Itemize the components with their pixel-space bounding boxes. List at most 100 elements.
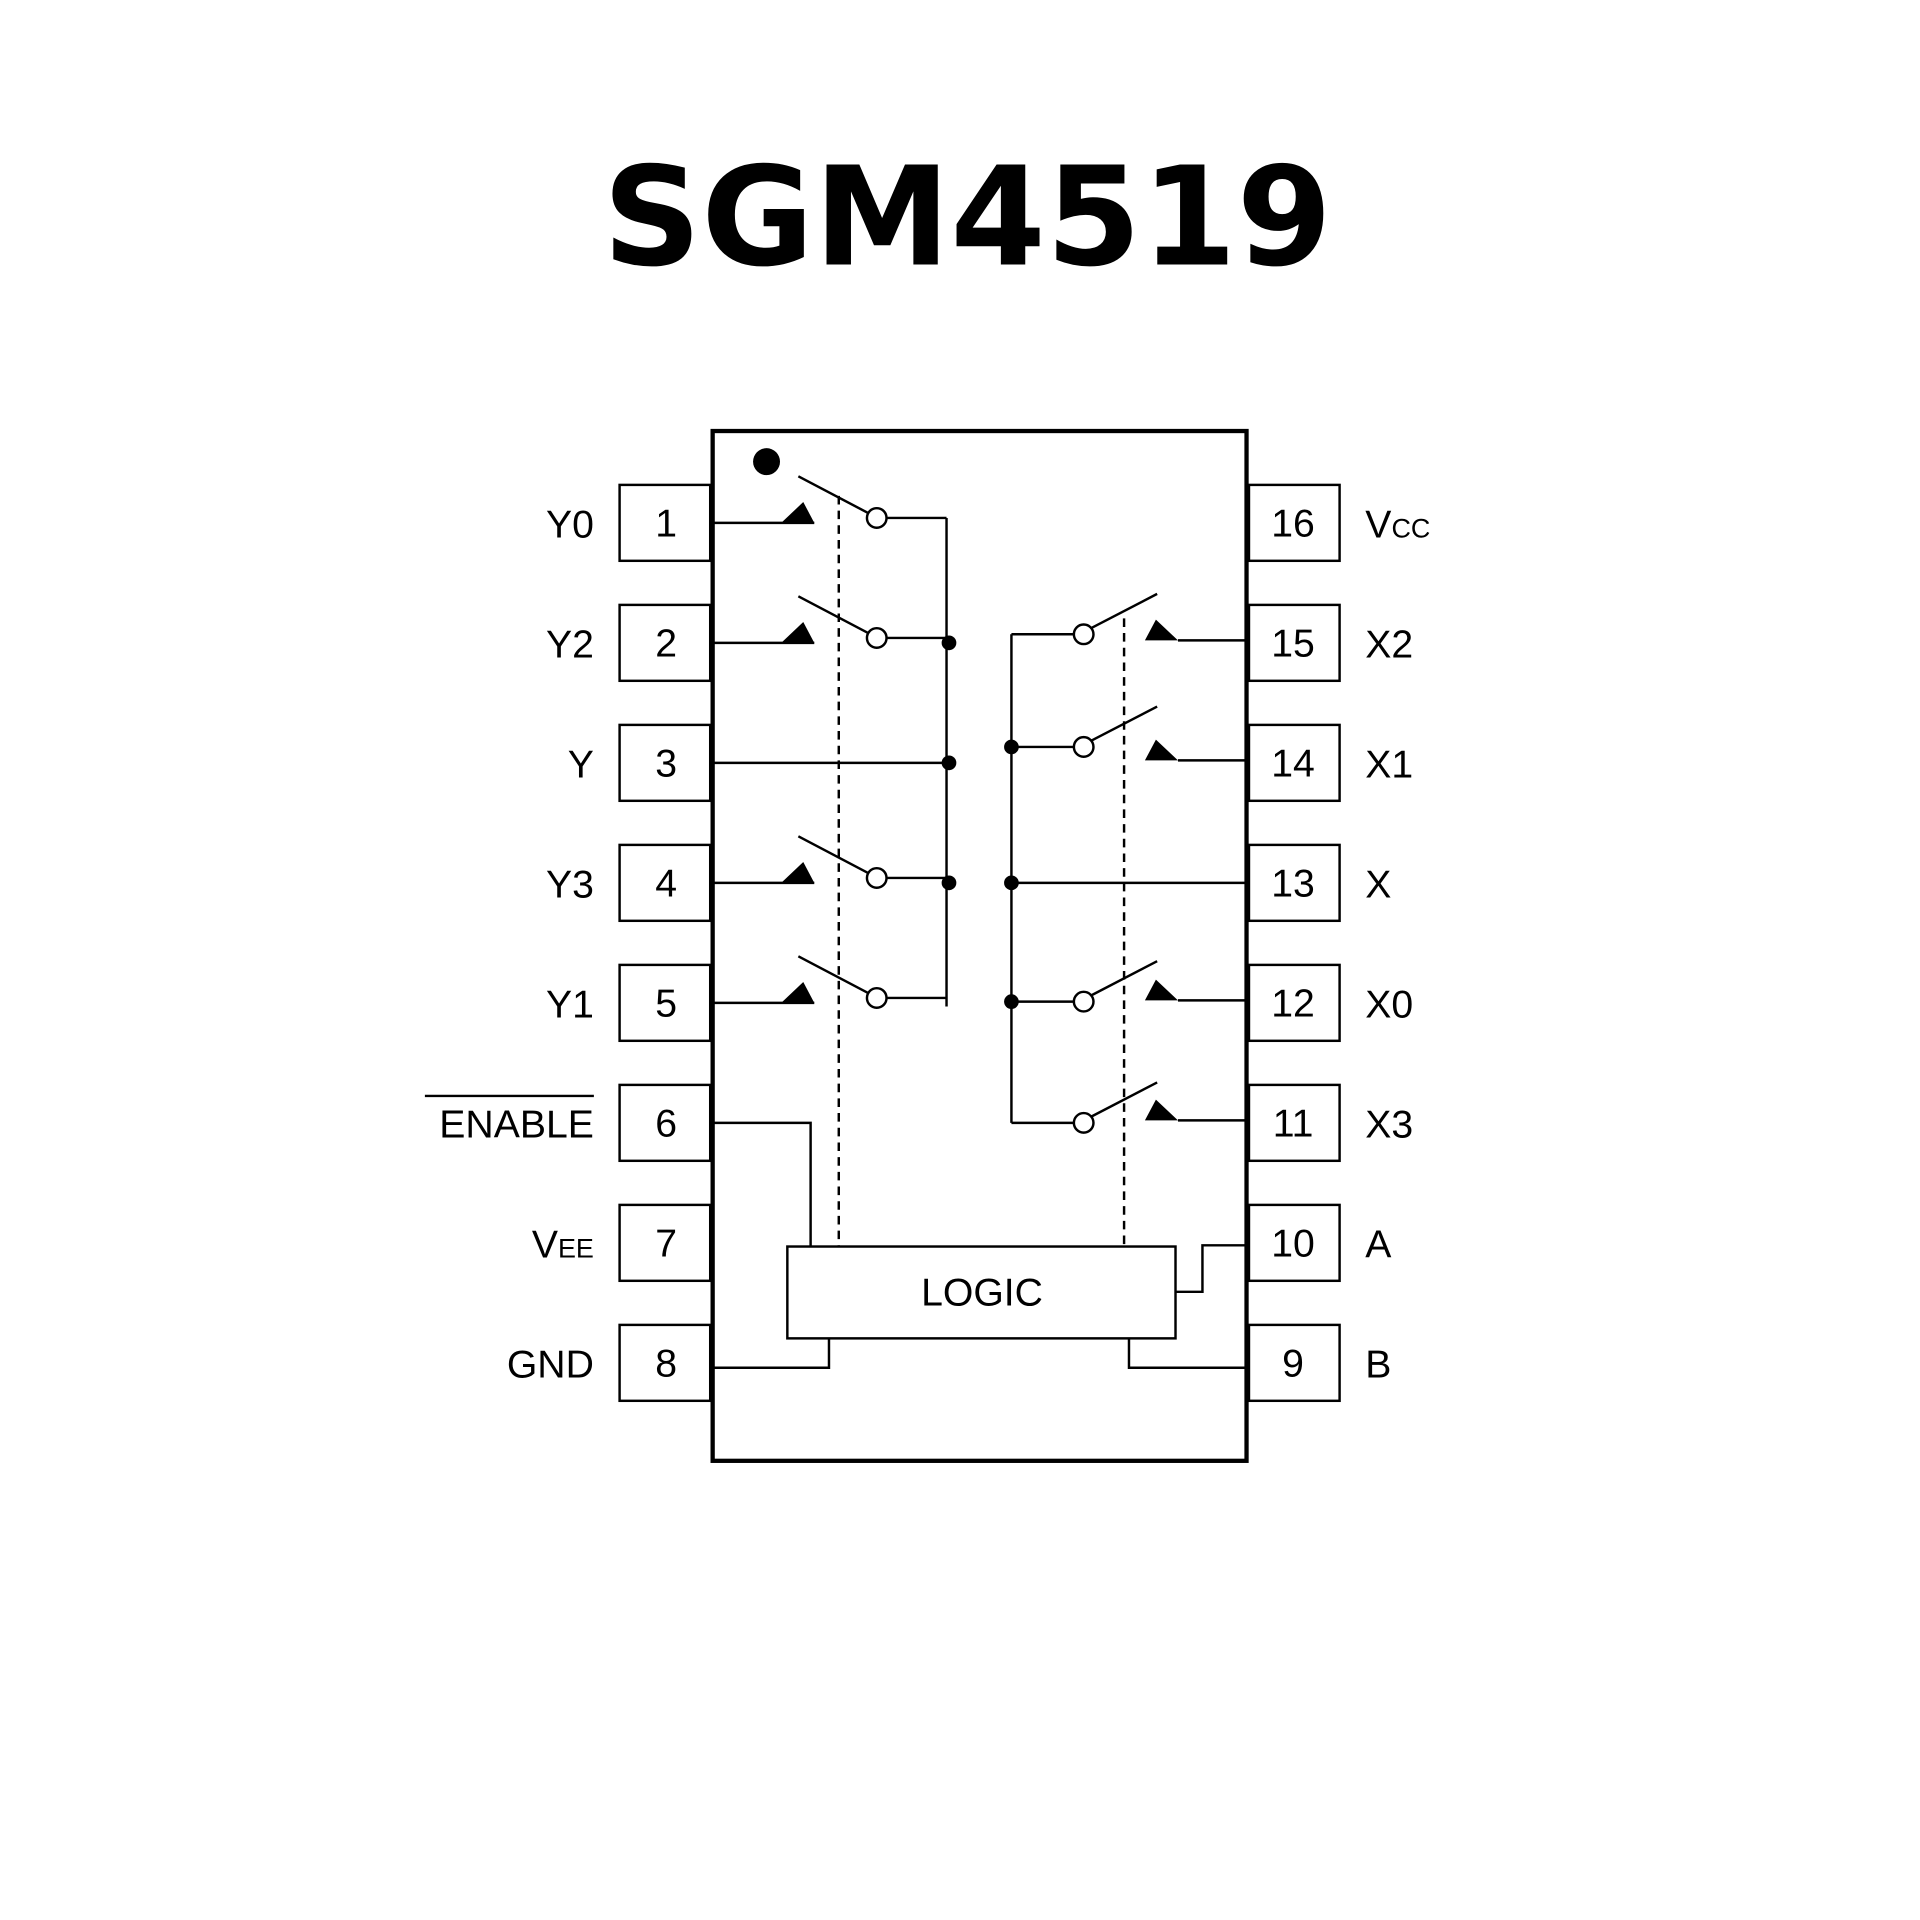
- y-switch: [712, 835, 947, 889]
- pin1-marker: [753, 448, 780, 476]
- pin-14: 14 X1: [1247, 723, 1413, 803]
- pin-2: 2 Y2: [546, 603, 712, 683]
- pin-1: 1 Y0: [546, 483, 712, 563]
- logic-label: LOGIC: [921, 1271, 1043, 1314]
- pin-4: 4 Y3: [546, 843, 712, 923]
- switch-contact-icon: [781, 862, 815, 883]
- pin-box: [618, 1323, 712, 1403]
- pin-number: 11: [1273, 1102, 1314, 1145]
- switch-pivot-icon: [865, 866, 888, 889]
- pin-name: X3: [1365, 1104, 1413, 1147]
- pin-label: VEE: [532, 1224, 594, 1267]
- pin-number: 16: [1271, 502, 1315, 545]
- pin-number: 15: [1271, 622, 1315, 665]
- pin-name: B: [1365, 1344, 1391, 1387]
- chip-title: SGM4519: [603, 138, 1332, 297]
- pin-box: [618, 963, 712, 1043]
- pin-name: A: [1365, 1224, 1392, 1267]
- pin-number: 3: [655, 742, 677, 785]
- y-switch: [712, 475, 947, 529]
- pin-box: [618, 483, 712, 563]
- pin-3: 3Y: [568, 723, 712, 803]
- pin-box: [1247, 483, 1341, 563]
- pin-16: 16 VCC: [1247, 483, 1430, 563]
- x-switch: [1011, 592, 1247, 646]
- pin-number: 5: [655, 982, 677, 1025]
- switch-contact-icon: [1144, 619, 1178, 641]
- pin-7: 7 VEE: [532, 1203, 712, 1283]
- pin-label: B: [1365, 1344, 1391, 1387]
- pin-label: VCC: [1365, 504, 1430, 547]
- pin-box: [618, 723, 712, 803]
- pin-name: Y: [568, 744, 594, 787]
- pin-label: Y3: [546, 864, 594, 907]
- pin-label: X3: [1365, 1104, 1413, 1147]
- pin-number: 8: [655, 1342, 677, 1385]
- chip-body: [710, 428, 1249, 1463]
- pin-label: Y1: [546, 984, 594, 1027]
- pin-label: Y: [568, 744, 594, 787]
- pin-10: 10 A: [1247, 1203, 1392, 1283]
- pin-label: Y2: [546, 624, 594, 667]
- pin-name: Y0: [546, 504, 594, 547]
- pin-label: X1: [1365, 744, 1413, 787]
- gnd-wire: [712, 1338, 831, 1369]
- pin-number: 12: [1271, 982, 1315, 1025]
- pin-name: V: [532, 1224, 558, 1267]
- switch-pivot-icon: [865, 986, 888, 1009]
- switch-contact-icon: [1144, 1099, 1178, 1121]
- pin-5: 5 Y1: [546, 963, 712, 1043]
- pin-box: [1247, 963, 1341, 1043]
- pin-number: 9: [1282, 1342, 1304, 1385]
- pin-name: X: [1365, 864, 1391, 907]
- pin-name: X2: [1365, 624, 1413, 667]
- pin-number: 4: [655, 862, 677, 905]
- pin-box: [1247, 603, 1341, 683]
- pin-8: 8 GND: [507, 1323, 712, 1403]
- pin-box: [1247, 1083, 1341, 1163]
- pin-box: [1247, 1203, 1341, 1283]
- pin-name: Y1: [546, 984, 594, 1027]
- b-wire: [1127, 1338, 1247, 1369]
- switch-pivot-icon: [865, 506, 888, 529]
- y-switch: [712, 595, 947, 649]
- pin-number: 6: [655, 1102, 677, 1145]
- pin-15: 15 X2: [1247, 603, 1413, 683]
- pin-box: [1247, 1323, 1341, 1403]
- x-switch: [1011, 960, 1247, 1013]
- pin-6: 6 ENABLE: [424, 1083, 712, 1163]
- pin-label: Y0: [546, 504, 594, 547]
- switch-contact-icon: [781, 982, 815, 1003]
- pin-number: 7: [655, 1222, 677, 1265]
- pin-number: 2: [655, 622, 677, 665]
- switch-contact-icon: [781, 622, 815, 643]
- switch-pivot-icon: [1072, 990, 1095, 1013]
- switch-pivot-icon: [1072, 735, 1095, 758]
- pin-label: X2: [1365, 624, 1413, 667]
- pin-11: 11 X3: [1247, 1083, 1413, 1163]
- pin-name: V: [1365, 504, 1391, 547]
- pin-label: X: [1365, 864, 1391, 907]
- pin-box: [618, 843, 712, 923]
- pin-box: [618, 1203, 712, 1283]
- pin-number: 10: [1271, 1222, 1315, 1265]
- pin-label: A: [1365, 1224, 1392, 1267]
- pin-label: ENABLE: [439, 1104, 594, 1147]
- x-switch: [1011, 1081, 1247, 1134]
- pin-name: Y3: [546, 864, 594, 907]
- pin-name: Y2: [546, 624, 594, 667]
- pin-name: ENABLE: [439, 1104, 594, 1147]
- switch-pivot-icon: [865, 626, 888, 649]
- pin-subscript: EE: [558, 1234, 594, 1264]
- pin-number: 1: [655, 502, 677, 545]
- pin-box: [618, 603, 712, 683]
- pin-box: [1247, 723, 1341, 803]
- pin-name: GND: [507, 1344, 594, 1387]
- pin-number: 14: [1271, 742, 1315, 785]
